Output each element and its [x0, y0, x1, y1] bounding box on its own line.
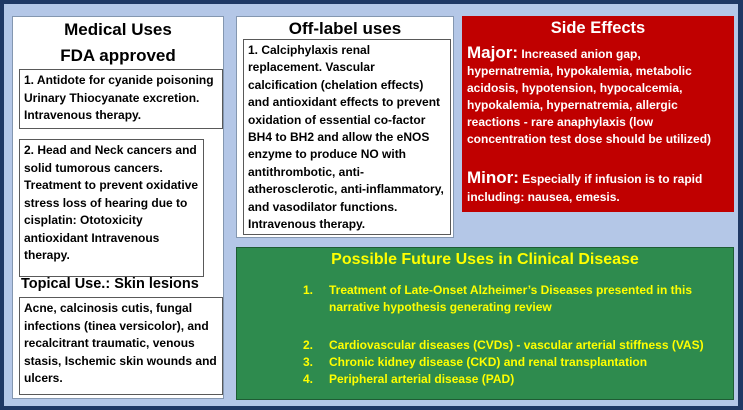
- side-effects-title: Side Effects: [550, 19, 646, 37]
- side-effects-panel: Side Effects Major: Increased anion gap,…: [462, 16, 734, 212]
- medical-uses-panel: Medical Uses FDA approved 1. Antidote fo…: [12, 16, 224, 399]
- item-text: Chronic kidney disease (CKD) and renal t…: [329, 355, 648, 369]
- off-label-title: Off-label uses: [288, 19, 402, 38]
- minor-text: Especially if infusion is to rapid inclu…: [467, 172, 703, 204]
- major-side-effects: Major: Increased anion gap, hypernatremi…: [467, 44, 729, 148]
- item-text: Cardiovascular diseases (CVDs) - vascula…: [329, 338, 704, 352]
- fda-item-cyanide: 1. Antidote for cyanide poisoning Urinar…: [19, 69, 223, 129]
- off-label-panel: Off-label uses 1. Calciphylaxis renal re…: [236, 16, 454, 238]
- fda-item-cancer: 2. Head and Neck cancers and solid tumor…: [19, 139, 204, 277]
- medical-uses-title: Medical Uses: [64, 20, 172, 39]
- fda-approved-title: FDA approved: [60, 46, 176, 65]
- item-number: 2.: [303, 338, 314, 352]
- major-text: Increased anion gap, hypernatremia, hypo…: [467, 47, 712, 146]
- topical-use-text: Acne, calcinosis cutis, fungal infection…: [19, 297, 223, 395]
- minor-side-effects: Minor: Especially if infusion is to rapi…: [467, 169, 729, 206]
- off-label-text: 1. Calciphylaxis renal replacement. Vasc…: [243, 39, 451, 235]
- topical-use-title: Topical Use.: Skin lesions: [21, 276, 199, 292]
- minor-label: Minor:: [467, 168, 519, 187]
- item-text: Peripheral arterial disease (PAD): [329, 372, 515, 386]
- item-number: 1.: [303, 283, 314, 297]
- item-number: 4.: [303, 372, 314, 386]
- future-uses-title: Possible Future Uses in Clinical Disease: [331, 251, 639, 268]
- future-uses-panel: Possible Future Uses in Clinical Disease…: [236, 247, 734, 400]
- item-number: 3.: [303, 355, 314, 369]
- major-label: Major:: [467, 43, 518, 62]
- item-text: Treatment of Late-Onset Alzheimer’s Dise…: [329, 283, 692, 314]
- diagram-background: Medical Uses FDA approved 1. Antidote fo…: [4, 4, 738, 406]
